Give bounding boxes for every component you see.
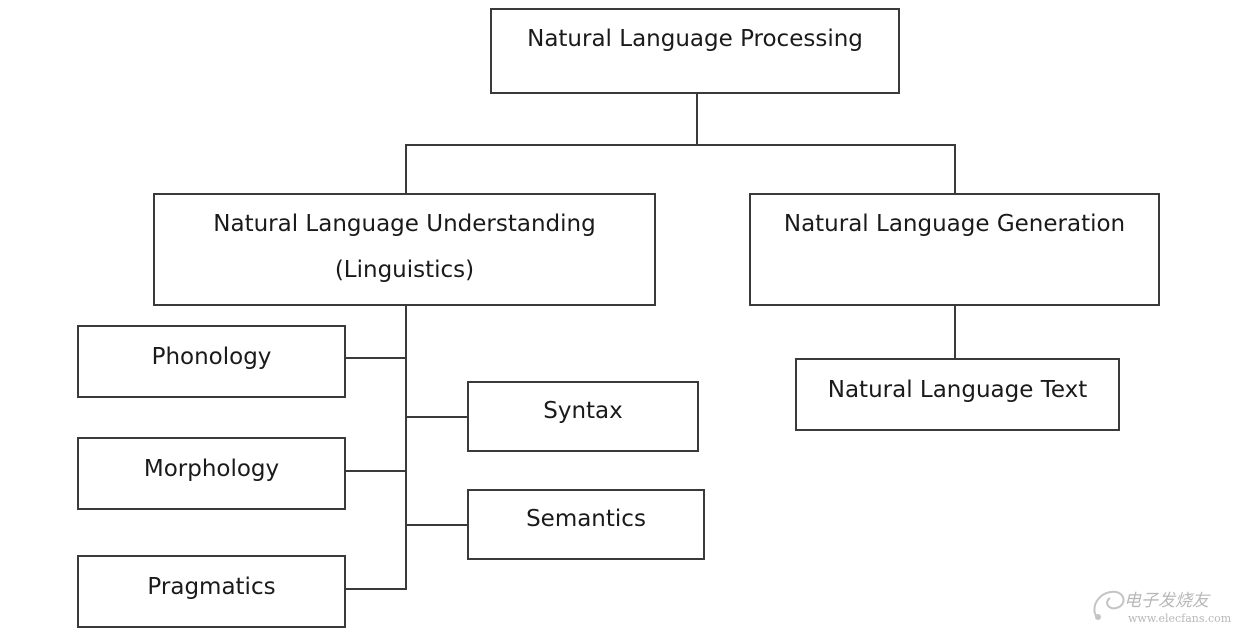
watermark-url: www.elecfans.com: [1128, 612, 1232, 625]
watermark-logo: 电子发烧友 www.elecfans.com: [1088, 580, 1232, 630]
node-label: Pragmatics: [147, 574, 276, 600]
node-phonology: Phonology: [77, 325, 346, 398]
node-natural-language-understanding: Natural Language Understanding (Linguist…: [153, 193, 656, 306]
connector-semantics: [405, 524, 469, 526]
node-label: Morphology: [143, 456, 280, 482]
node-natural-language-processing: Natural Language Processing: [490, 8, 900, 94]
node-syntax: Syntax: [467, 381, 699, 452]
node-natural-language-generation: Natural Language Generation: [749, 193, 1160, 306]
connector-morphology: [345, 470, 407, 472]
node-label: Syntax: [543, 398, 623, 424]
connector-to-nlu: [405, 144, 407, 194]
node-label: Semantics: [526, 506, 646, 532]
node-label-line2: (Linguistics): [334, 257, 475, 283]
node-label: Natural Language Generation: [783, 211, 1126, 237]
node-morphology: Morphology: [77, 437, 346, 510]
connector-pragmatics: [345, 588, 407, 590]
connector-syntax: [405, 416, 469, 418]
node-label: Natural Language Text: [827, 377, 1088, 403]
node-label: Phonology: [151, 344, 272, 370]
node-natural-language-text: Natural Language Text: [795, 358, 1120, 431]
connector-phonology: [345, 357, 407, 359]
watermark-logo-text: 电子发烧友: [1124, 591, 1209, 611]
connector-nlu-spine: [405, 304, 407, 590]
node-label: Natural Language Processing: [527, 26, 863, 52]
node-label-line1: Natural Language Understanding: [213, 211, 596, 237]
node-pragmatics: Pragmatics: [77, 555, 346, 628]
node-semantics: Semantics: [467, 489, 705, 560]
connector-to-nlg: [954, 144, 956, 194]
connector-nlg-down: [954, 304, 956, 359]
connector-root-horizontal: [405, 144, 956, 146]
connector-root-down: [696, 93, 698, 145]
swirl-icon: [1093, 590, 1125, 620]
